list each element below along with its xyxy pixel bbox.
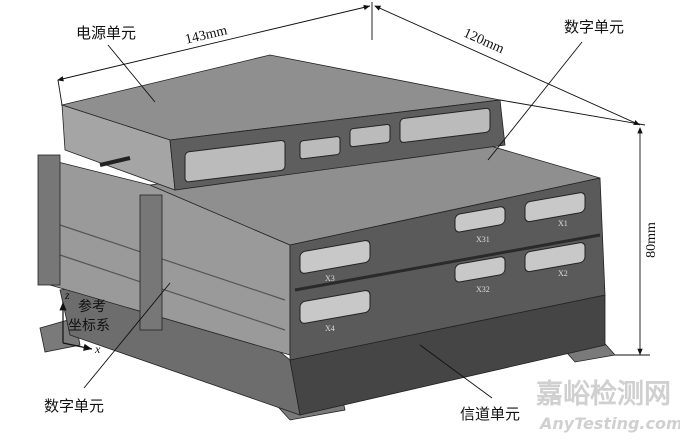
connector-label-x1: X1 xyxy=(558,219,568,228)
connector-label-x3: X3 xyxy=(325,274,335,283)
label-reference-frame-1: 参考 xyxy=(78,299,106,315)
label-digital-unit-top: 数字单元 xyxy=(564,18,625,36)
label-power-unit: 电源单元 xyxy=(76,24,137,42)
dimension-length-line xyxy=(57,4,371,82)
watermark-title: 嘉峪检测网 xyxy=(536,379,671,410)
digital-unit-body xyxy=(37,139,606,361)
label-digital-unit-bottom: 数字单元 xyxy=(44,397,105,415)
leader-lines xyxy=(83,41,583,399)
dimension-width-line xyxy=(374,5,641,126)
label-channel-unit: 信道单元 xyxy=(460,405,521,423)
watermark-url: AnyTesting.com xyxy=(540,414,680,433)
axis-z-label: z xyxy=(65,288,70,302)
connectors: X1 X31 X3 X2 X32 X4 xyxy=(299,192,586,333)
connector-label-x4: X4 xyxy=(325,324,335,333)
connector-label-x2: X2 xyxy=(558,269,568,278)
dimension-height-label: 80mm xyxy=(643,222,659,258)
connector-label-x32: X32 xyxy=(476,285,490,294)
x-axis-arrow xyxy=(62,342,93,351)
label-reference-frame-2: 坐标系 xyxy=(68,318,110,334)
dimension-lines xyxy=(57,2,650,356)
connector-label-x31: X31 xyxy=(476,235,490,244)
reference-axes xyxy=(59,302,93,351)
axis-x-label: x xyxy=(95,342,101,356)
